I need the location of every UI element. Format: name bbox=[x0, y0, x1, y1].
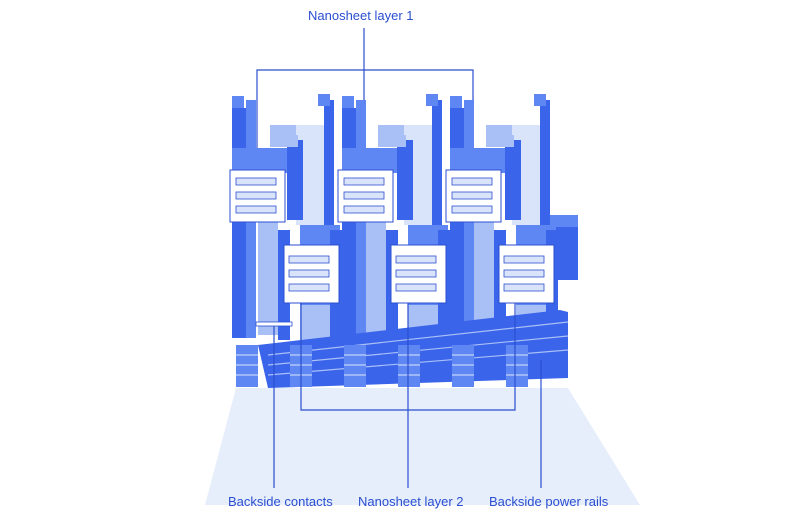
label-nanosheet-layer-1: Nanosheet layer 1 bbox=[308, 8, 414, 23]
nanosheet-stacks-layer-1 bbox=[229, 169, 502, 223]
label-nanosheet-layer-2: Nanosheet layer 2 bbox=[358, 494, 464, 509]
nanosheet-stacks-layer-2 bbox=[283, 244, 555, 304]
backside-contact-marker bbox=[255, 321, 293, 327]
callout-lines bbox=[273, 303, 542, 488]
label-backside-contacts: Backside contacts bbox=[228, 494, 333, 509]
label-backside-power-rails: Backside power rails bbox=[489, 494, 609, 509]
shadow-projection bbox=[205, 388, 640, 505]
